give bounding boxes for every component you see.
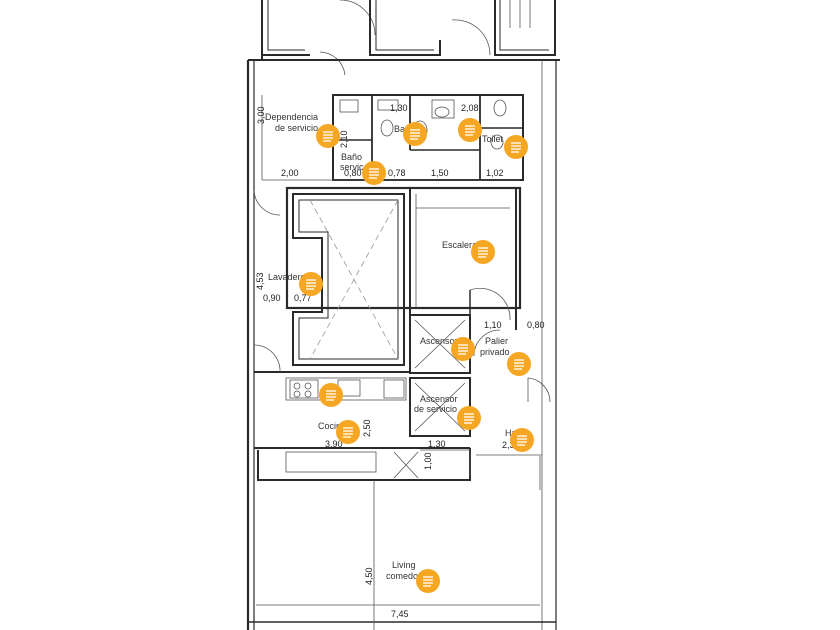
dim-2-35: 2,35 bbox=[502, 440, 520, 450]
note-marker-circle[interactable] bbox=[416, 569, 440, 593]
room-label-ascensor-servicio: Ascensor bbox=[420, 394, 458, 404]
note-lines-icon bbox=[306, 279, 316, 290]
note-marker-13[interactable] bbox=[510, 428, 534, 452]
room-label-palier: Palier bbox=[485, 336, 508, 346]
dim-1-30-top: 1,30 bbox=[390, 103, 408, 113]
note-marker-circle[interactable] bbox=[507, 352, 531, 376]
dim-2-50: 2,50 bbox=[362, 419, 372, 437]
note-marker-3[interactable] bbox=[458, 118, 482, 142]
note-lines-icon bbox=[323, 131, 333, 142]
note-marker-12[interactable] bbox=[336, 420, 360, 444]
dim-0-80-b: 0,80 bbox=[527, 320, 545, 330]
note-marker-circle[interactable] bbox=[471, 240, 495, 264]
room-label-living-2: comedor bbox=[386, 571, 421, 581]
note-lines-icon bbox=[464, 413, 474, 424]
dim-0-80-a: 0,80 bbox=[344, 168, 362, 178]
room-label-toilet: Toilet bbox=[482, 134, 504, 144]
note-marker-8[interactable] bbox=[451, 337, 475, 361]
dimension-labels: 3,00 1,30 2,08 2,10 2,00 0,80 0,78 1,50 … bbox=[255, 103, 545, 619]
note-marker-14[interactable] bbox=[416, 569, 440, 593]
dim-7-45: 7,45 bbox=[391, 609, 409, 619]
dim-1-02: 1,02 bbox=[486, 168, 504, 178]
note-lines-icon bbox=[465, 125, 475, 136]
note-marker-circle[interactable] bbox=[403, 122, 427, 146]
note-marker-9[interactable] bbox=[507, 352, 531, 376]
note-lines-icon bbox=[326, 390, 336, 401]
top-balconies bbox=[261, 0, 556, 76]
note-marker-circle[interactable] bbox=[316, 124, 340, 148]
room-label-bano-servicio-2: servic. bbox=[340, 162, 366, 172]
note-marker-6[interactable] bbox=[471, 240, 495, 264]
living-room bbox=[256, 480, 540, 630]
dim-4-53: 4,53 bbox=[255, 272, 265, 290]
dim-4-50: 4,50 bbox=[364, 567, 374, 585]
kitchen bbox=[253, 189, 410, 473]
note-marker-circle[interactable] bbox=[299, 272, 323, 296]
room-label-dependencia: Dependencia bbox=[265, 112, 318, 122]
dim-1-50: 1,50 bbox=[431, 168, 449, 178]
note-lines-icon bbox=[514, 359, 524, 370]
note-marker-circle[interactable] bbox=[457, 406, 481, 430]
note-marker-1[interactable] bbox=[316, 124, 340, 148]
note-marker-circle[interactable] bbox=[451, 337, 475, 361]
note-marker-5[interactable] bbox=[362, 161, 386, 185]
note-lines-icon bbox=[511, 142, 521, 153]
note-lines-icon bbox=[517, 435, 527, 446]
note-lines-icon bbox=[410, 129, 420, 140]
note-marker-10[interactable] bbox=[319, 383, 343, 407]
note-marker-7[interactable] bbox=[299, 272, 323, 296]
note-marker-circle[interactable] bbox=[458, 118, 482, 142]
dim-1-00: 1,00 bbox=[423, 452, 433, 470]
room-label-cocina: Cocina bbox=[318, 421, 346, 431]
dim-2-10: 2,10 bbox=[339, 130, 349, 148]
room-label-living: Living bbox=[392, 560, 416, 570]
dim-1-10: 1,10 bbox=[484, 320, 502, 330]
dim-2-08: 2,08 bbox=[461, 103, 479, 113]
note-marker-circle[interactable] bbox=[319, 383, 343, 407]
note-marker-4[interactable] bbox=[504, 135, 528, 159]
dim-0-78: 0,78 bbox=[388, 168, 406, 178]
note-marker-circle[interactable] bbox=[504, 135, 528, 159]
note-lines-icon bbox=[478, 247, 488, 258]
exterior-walls bbox=[246, 59, 560, 630]
note-marker-11[interactable] bbox=[457, 406, 481, 430]
dim-2-00: 2,00 bbox=[281, 168, 299, 178]
note-lines-icon bbox=[343, 427, 353, 438]
dim-0-77: 0,77 bbox=[294, 293, 312, 303]
note-lines-icon bbox=[369, 168, 379, 179]
note-marker-circle[interactable] bbox=[362, 161, 386, 185]
note-marker-circle[interactable] bbox=[336, 420, 360, 444]
room-label-palier-2: privado bbox=[480, 347, 510, 357]
note-marker-2[interactable] bbox=[403, 122, 427, 146]
hall bbox=[257, 447, 542, 490]
note-markers[interactable] bbox=[299, 118, 534, 593]
room-label-lavadero: Lavadero bbox=[268, 272, 306, 282]
room-label-dependencia-2: de servicio bbox=[275, 123, 318, 133]
dim-3-00: 3,00 bbox=[256, 106, 266, 124]
dim-0-90: 0,90 bbox=[263, 293, 281, 303]
room-label-escalera: Escalera bbox=[442, 240, 477, 250]
dim-3-90: 3,90 bbox=[325, 439, 343, 449]
note-marker-circle[interactable] bbox=[510, 428, 534, 452]
room-label-ascensor: Ascensor bbox=[420, 336, 458, 346]
note-lines-icon bbox=[423, 576, 433, 587]
central-core bbox=[285, 186, 522, 372]
dim-1-30-mid: 1,30 bbox=[428, 439, 446, 449]
room-label-bano-servicio: Baño bbox=[341, 152, 362, 162]
note-lines-icon bbox=[458, 344, 468, 355]
room-labels: Dependencia de servicio Baño servic. Bañ… bbox=[265, 112, 521, 581]
room-label-ascensor-servicio-2: de servicio bbox=[414, 404, 457, 414]
